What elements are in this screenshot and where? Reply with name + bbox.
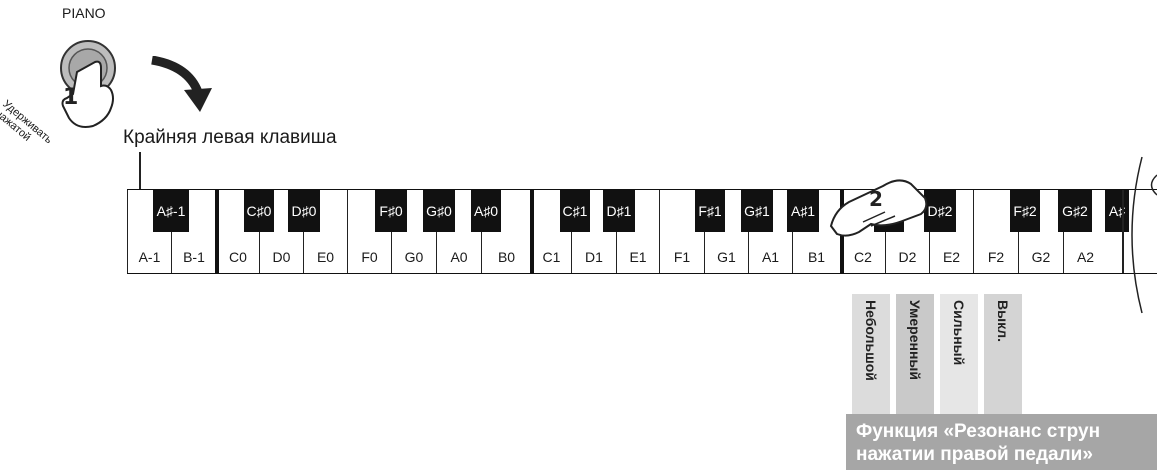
white-key-label: D0 bbox=[260, 249, 303, 265]
black-key[interactable]: A♯-1 bbox=[153, 190, 189, 232]
white-key-label: A-1 bbox=[128, 249, 171, 265]
white-key-label: A2 bbox=[1064, 249, 1107, 265]
black-key[interactable]: F♯2 bbox=[1010, 190, 1040, 232]
black-key[interactable]: A♯0 bbox=[471, 190, 501, 232]
black-key[interactable]: F♯1 bbox=[695, 190, 725, 232]
white-key-label: C0 bbox=[217, 249, 259, 265]
piano-label: PIANO bbox=[62, 5, 106, 21]
octave-separator bbox=[215, 190, 219, 273]
white-key-label: F0 bbox=[348, 249, 391, 265]
white-key-label: D1 bbox=[572, 249, 616, 265]
white-key-label: F2 bbox=[974, 249, 1018, 265]
black-key[interactable]: A♯1 bbox=[787, 190, 819, 232]
white-key-label: B-1 bbox=[172, 249, 216, 265]
black-key[interactable]: F♯0 bbox=[375, 190, 407, 232]
black-key[interactable]: C♯1 bbox=[560, 190, 590, 232]
octave-separator bbox=[530, 190, 534, 273]
hold-label: Удерживать нажатой bbox=[0, 98, 54, 155]
white-key-label: E1 bbox=[617, 249, 659, 265]
level-option-strong[interactable]: Сильный bbox=[940, 294, 978, 414]
black-key[interactable]: D♯1 bbox=[603, 190, 635, 232]
level-option-label: Сильный bbox=[951, 300, 967, 414]
step-2-number: 2 bbox=[869, 187, 883, 211]
black-key[interactable]: D♯0 bbox=[288, 190, 320, 232]
white-key-label: D2 bbox=[886, 249, 929, 265]
black-key[interactable]: G♯2 bbox=[1058, 190, 1092, 232]
function-label: Функция «Резонанс струн нажатии правой п… bbox=[846, 414, 1157, 470]
piano-keyboard: A-1 B-1 C0 D0 E0 F0 G0 A0 B0 C1 D1 E1 F1… bbox=[127, 189, 1157, 274]
pointer-line bbox=[139, 152, 141, 190]
white-key-label: E2 bbox=[930, 249, 973, 265]
level-option-off[interactable]: Выкл. bbox=[984, 294, 1022, 414]
white-key-label: F1 bbox=[660, 249, 704, 265]
white-key-label: G2 bbox=[1019, 249, 1063, 265]
level-option-label: Умеренный bbox=[907, 300, 923, 414]
leftmost-key-label: Крайняя левая клавиша bbox=[123, 127, 337, 149]
white-key-label: G1 bbox=[705, 249, 748, 265]
white-key-label: E0 bbox=[304, 249, 347, 265]
level-option-moderate[interactable]: Умеренный bbox=[896, 294, 934, 414]
hand-icon-step-2: 2 bbox=[825, 166, 935, 242]
white-key-label: C2 bbox=[841, 249, 885, 265]
white-key-label: B0 bbox=[482, 249, 531, 265]
white-key-label: G0 bbox=[392, 249, 436, 265]
arrow-icon bbox=[148, 56, 218, 114]
black-key[interactable]: G♯1 bbox=[741, 190, 773, 232]
level-option-label: Выкл. bbox=[995, 300, 1011, 414]
white-key-label: B1 bbox=[793, 249, 840, 265]
step-1-number: 1 bbox=[63, 85, 78, 110]
level-option-small[interactable]: Небольшой bbox=[852, 294, 890, 414]
black-key[interactable]: G♯0 bbox=[423, 190, 455, 232]
black-key[interactable]: C♯0 bbox=[244, 190, 274, 232]
white-key-label: C1 bbox=[532, 249, 571, 265]
white-key-label: A1 bbox=[749, 249, 792, 265]
white-key-label: A0 bbox=[437, 249, 481, 265]
level-option-label: Небольшой bbox=[863, 300, 879, 414]
keyboard-end-bracket bbox=[1120, 155, 1157, 315]
